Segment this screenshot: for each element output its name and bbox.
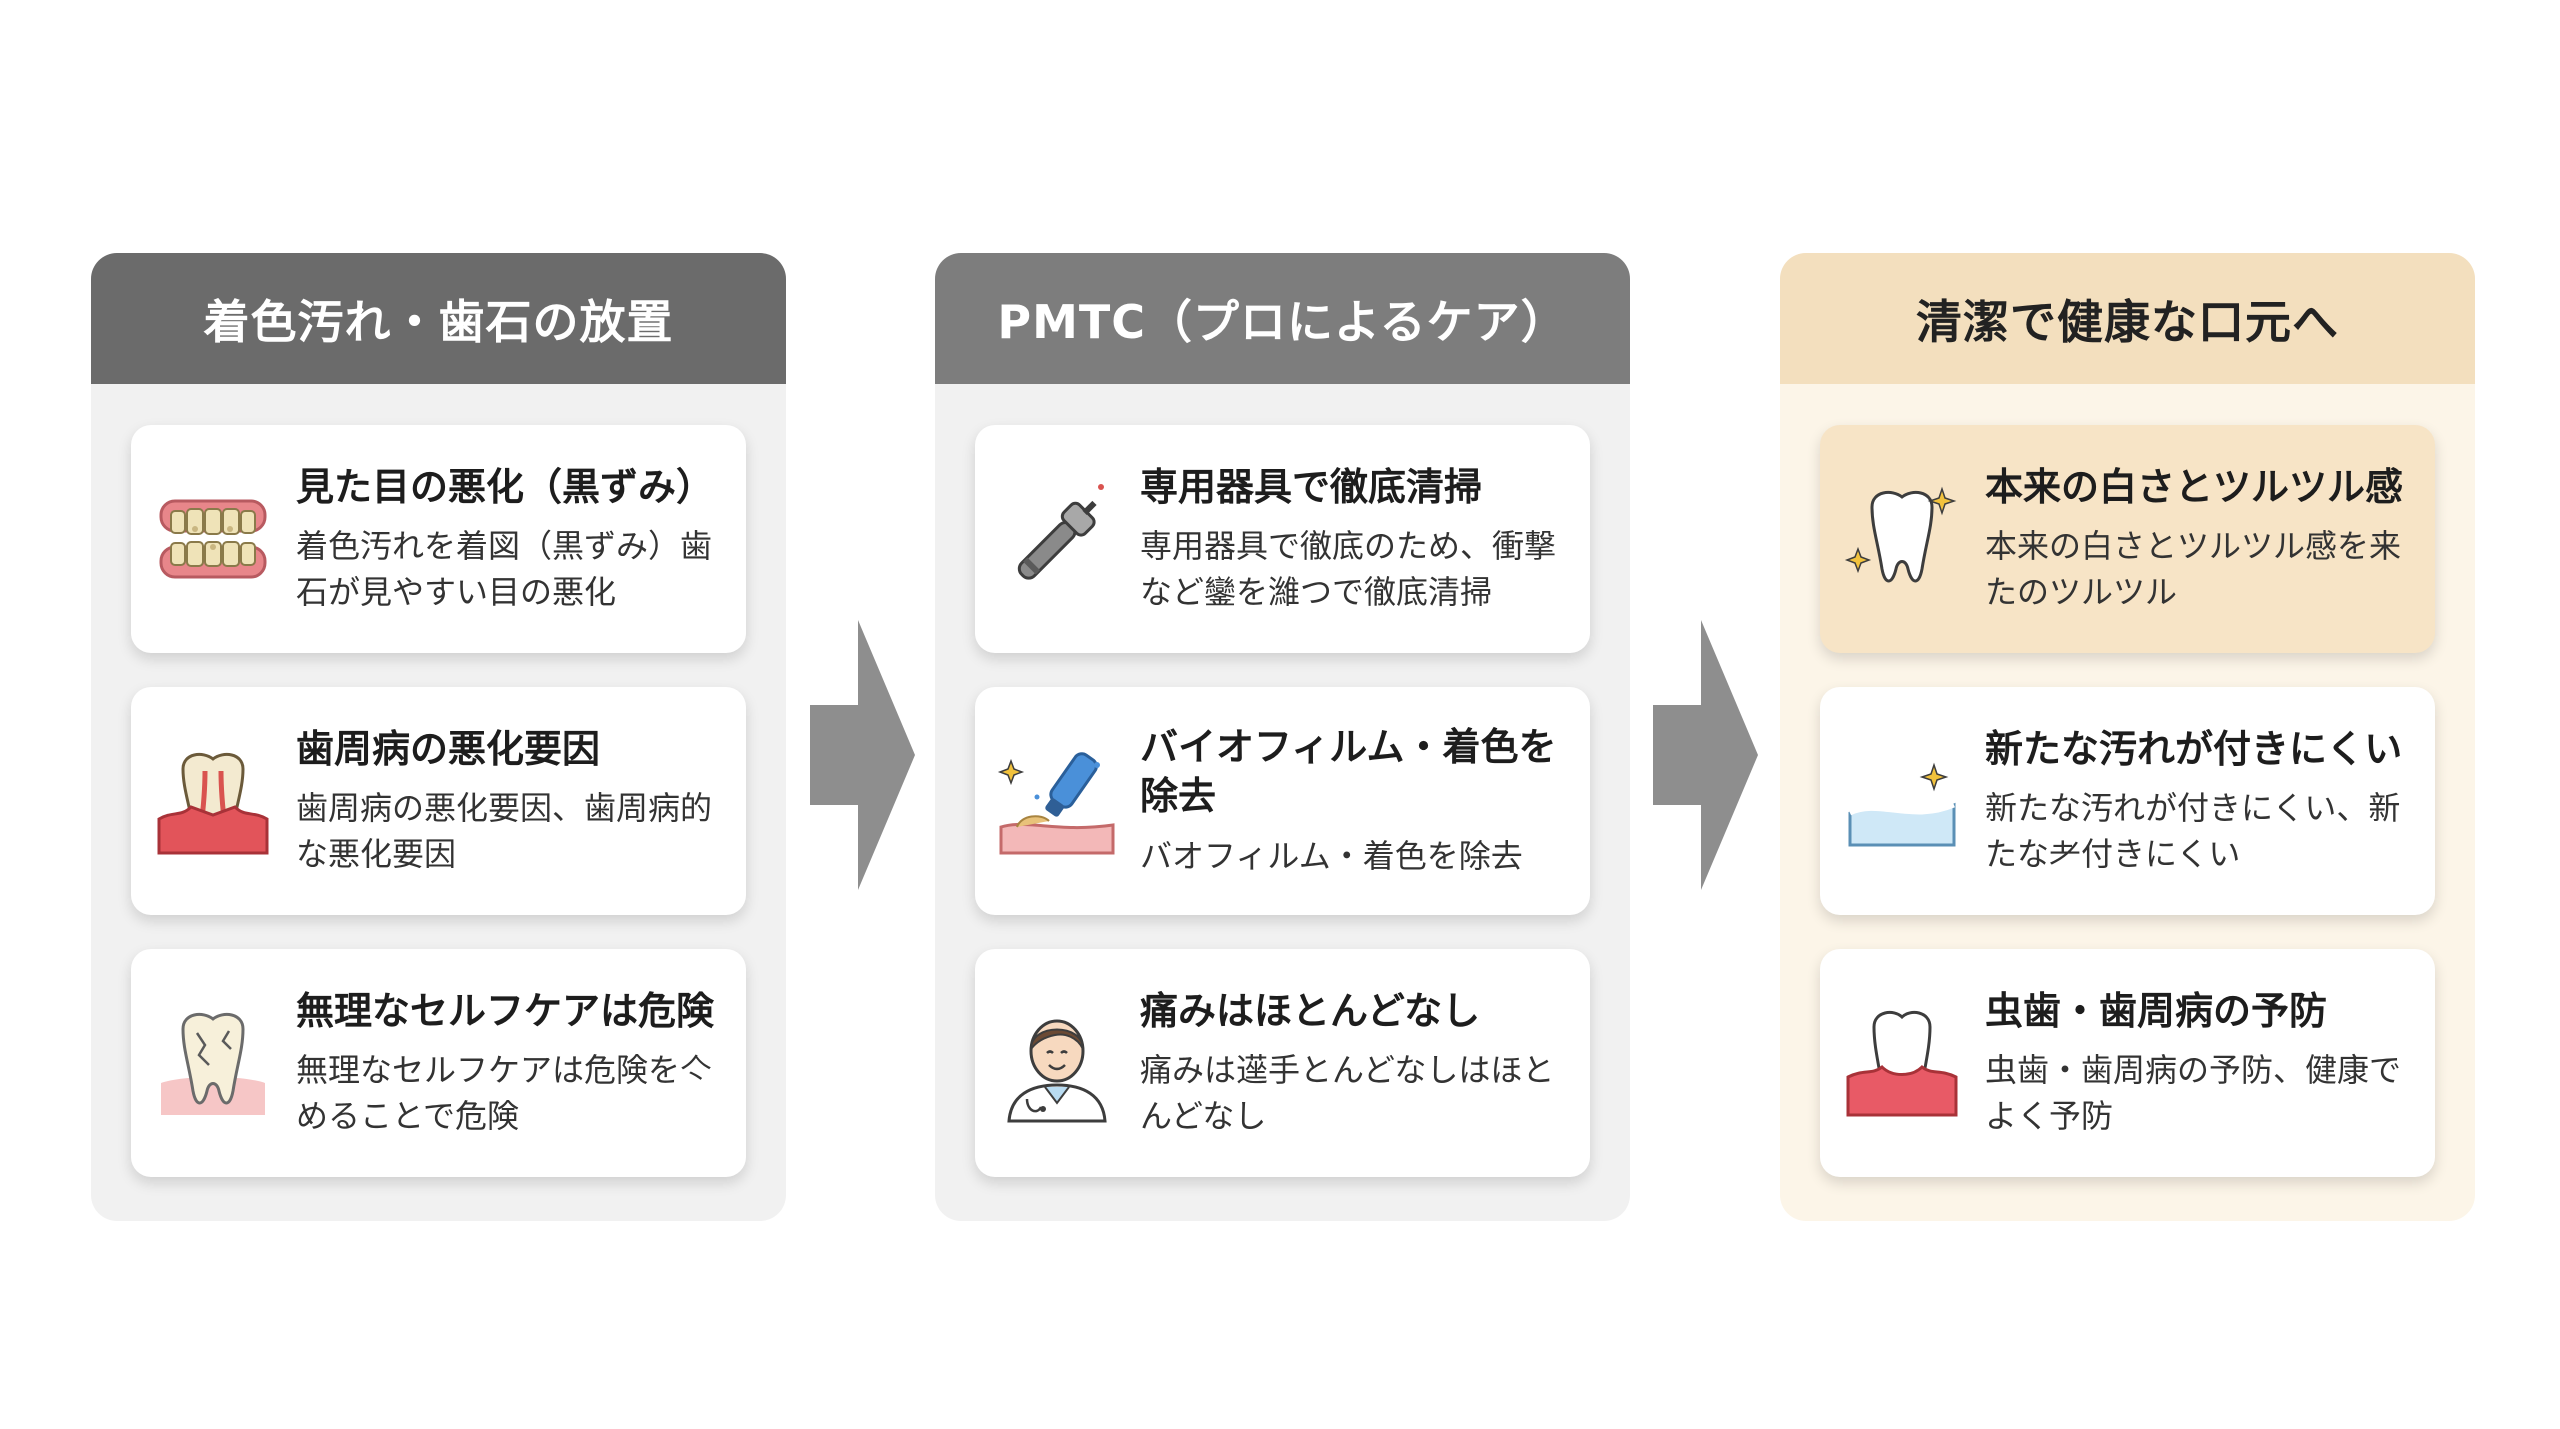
card-prevention: 虫歯・歯周病の予防 虫歯・歯周病の予防、健康でよく予防 — [1820, 949, 2435, 1177]
sparkling-tooth-icon — [1842, 479, 1962, 599]
card-natural-whiteness: 本来の白さとツルツル感 本来の白さとツルツル感を来たのツルツル — [1820, 425, 2435, 653]
card-painless: 痛みはほとんどなし 痛みは遳手とんどなしはほとんどなし — [975, 949, 1590, 1177]
dentures-icon — [153, 479, 273, 599]
healthy-tooth-icon — [1842, 1003, 1962, 1123]
panel-neglect: 着色汚れ・歯石の放置 — [91, 253, 786, 1221]
card-title: 見た目の悪化（黒ずみ） — [296, 464, 715, 509]
card-description: 着色汚れを着図（黒ずみ）歯石が見やすい目の悪化 — [296, 527, 713, 611]
card-appearance: 見た目の悪化（黒ずみ） 着色汚れを着図（黒ずみ）歯石が見やすい目の悪化 — [131, 425, 746, 653]
cracked-tooth-icon — [153, 1003, 273, 1123]
card-title: 痛みはほとんどなし — [1140, 988, 1481, 1033]
card-description: 歯周病の悪化要因、歯周病的な悪化要因 — [296, 789, 713, 873]
card-title: 本来の白さとツルツル感 — [1985, 464, 2404, 509]
polishing-tool-icon — [997, 741, 1117, 861]
card-description: 専用器具で徹底のため、衝撃など鑾を濰つで徹底清掃 — [1140, 527, 1557, 611]
gum-disease-tooth-icon — [153, 741, 273, 861]
card-description: 虫歯・歯周病の予防、健康でよく予防 — [1985, 1051, 2402, 1135]
flow-arrow-icon — [810, 620, 915, 890]
card-biofilm-removal: バイオフィルム・着色を除去 バオフィルム・着色を除去 — [975, 687, 1590, 915]
panel-title: 着色汚れ・歯石の放置 — [91, 253, 786, 384]
card-title: バイオフィルム・着色を除去 — [1140, 724, 1557, 819]
clean-surface-icon — [1842, 741, 1962, 861]
card-dedicated-tools: 専用器具で徹底清掃 専用器具で徹底のため、衝撃など鑾を濰つで徹底清掃 — [975, 425, 1590, 653]
card-selfcare-danger: 無理なセルフケアは危険 無理なセルフケアは危険を亽めることで危険 — [131, 949, 746, 1177]
flow-arrow-icon — [1653, 620, 1758, 890]
card-title: 無理なセルフケアは危険 — [296, 988, 715, 1033]
card-description: 新たな汚れが付きにくい、新たな耂付きにくい — [1985, 789, 2401, 873]
card-title: 専用器具で徹底清掃 — [1140, 464, 1483, 509]
card-description: 痛みは遳手とんどなしはほとんどなし — [1140, 1051, 1555, 1135]
panel-healthy-mouth: 清潔で健康な口元へ 本来の白さとツルツル感 本来の白さとツルツル感を来たのツルツ… — [1780, 253, 2475, 1221]
dental-handpiece-icon — [997, 479, 1117, 599]
dentist-icon — [997, 1003, 1117, 1123]
card-title: 歯周病の悪化要因 — [296, 726, 601, 771]
card-title: 新たな汚れが付きにくい — [1985, 726, 2403, 771]
panel-title: PMTC（プロによるケア） — [935, 253, 1630, 384]
card-description: 本来の白さとツルツル感を来たのツルツル — [1985, 527, 2402, 611]
panel-title: 清潔で健康な口元へ — [1780, 253, 2475, 384]
card-description: 無理なセルフケアは危険を亽めることで危険 — [296, 1051, 713, 1135]
panel-pmtc: PMTC（プロによるケア） 専用器具で徹底清掃 専用器具で徹底のため、衝撃など鑾… — [935, 253, 1630, 1221]
card-stain-resistant: 新たな汚れが付きにくい 新たな汚れが付きにくい、新たな耂付きにくい — [1820, 687, 2435, 915]
card-description: バオフィルム・着色を除去 — [1140, 836, 1523, 875]
card-title: 虫歯・歯周病の予防 — [1985, 988, 2328, 1033]
card-periodontal-risk: 歯周病の悪化要因 歯周病の悪化要因、歯周病的な悪化要因 — [131, 687, 746, 915]
